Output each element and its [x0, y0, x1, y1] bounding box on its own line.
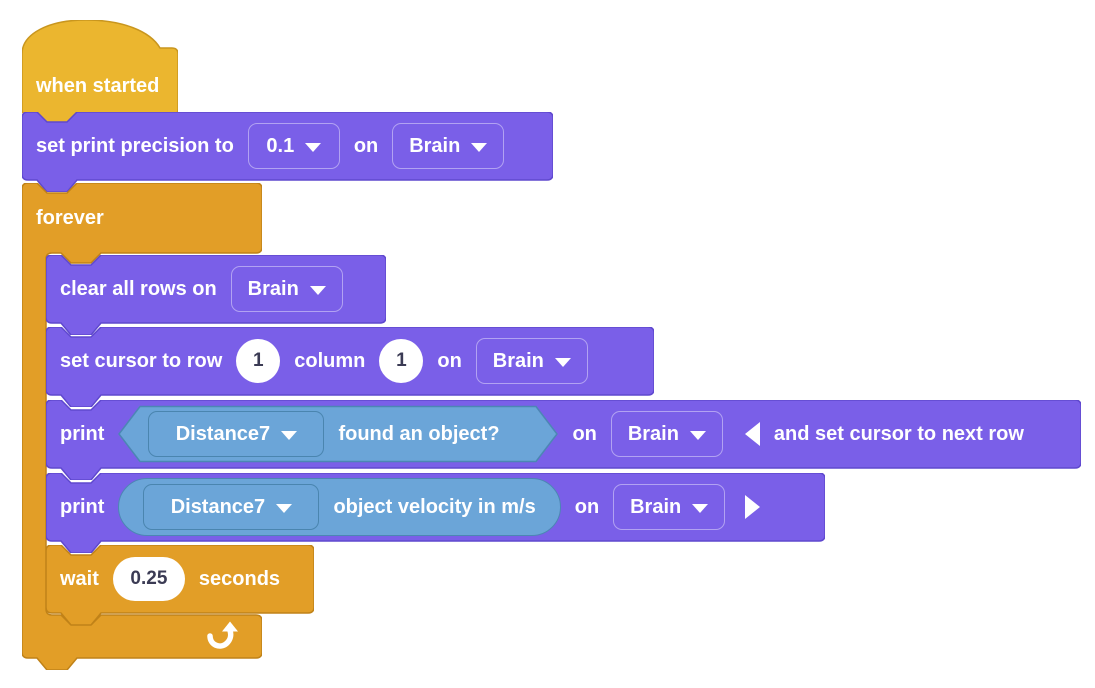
precision-value: 0.1 — [266, 134, 295, 157]
clear-all-rows-block[interactable]: clear all rows on Brain — [46, 255, 386, 335]
hexagon-shape — [118, 405, 559, 463]
when-started-label: when started — [36, 75, 160, 97]
stack-block-shape — [46, 327, 654, 407]
found-object-boolean-reporter[interactable]: Distance7 found an object? — [118, 405, 559, 463]
device-value: Brain — [247, 277, 299, 300]
forever-label: forever — [36, 206, 104, 229]
column-label: column — [294, 349, 366, 372]
column-number-input[interactable]: 1 — [379, 339, 424, 383]
wait-seconds-value: 0.25 — [130, 568, 168, 589]
sensor-dropdown[interactable]: Distance7 — [143, 484, 320, 530]
stack-block-shape — [46, 255, 386, 335]
forever-block[interactable]: forever — [22, 183, 262, 670]
print-label: print — [60, 422, 105, 445]
object-velocity-reporter[interactable]: Distance7 object velocity in m/s — [118, 478, 561, 536]
device-dropdown[interactable]: Brain — [610, 411, 723, 457]
device-dropdown[interactable]: Brain — [392, 123, 505, 169]
sensor-value: Distance7 — [170, 495, 266, 518]
on-label: on — [437, 349, 462, 372]
when-started-block[interactable]: when started — [22, 20, 178, 127]
caret-down-icon — [281, 430, 298, 440]
caret-down-icon — [305, 142, 322, 152]
wait-label: wait — [60, 567, 99, 590]
seconds-label: seconds — [198, 567, 281, 590]
wait-seconds-input[interactable]: 0.25 — [112, 557, 185, 601]
on-label: on — [572, 422, 597, 445]
caret-down-icon — [471, 142, 488, 152]
caret-down-icon — [309, 285, 326, 295]
precision-dropdown[interactable]: 0.1 — [247, 123, 340, 169]
device-value: Brain — [409, 134, 461, 157]
device-value: Brain — [630, 495, 682, 518]
collapse-option-icon[interactable] — [744, 422, 760, 446]
expand-option-icon[interactable] — [745, 495, 761, 519]
set-print-precision-block[interactable]: set print precision to 0.1 on Brain — [22, 112, 553, 192]
device-value: Brain — [627, 422, 679, 445]
device-dropdown[interactable]: Brain — [475, 338, 588, 384]
row-number-value: 1 — [252, 350, 264, 371]
on-label: on — [353, 134, 379, 157]
loop-arrow-icon — [207, 621, 238, 649]
on-label: on — [574, 495, 600, 518]
print-label: print — [60, 495, 105, 518]
device-dropdown[interactable]: Brain — [230, 266, 343, 312]
sensor-value: Distance7 — [175, 422, 271, 445]
stack-block-shape — [22, 112, 553, 192]
column-number-value: 1 — [396, 350, 407, 371]
set-print-precision-label: set print precision to — [36, 134, 234, 157]
caret-down-icon — [689, 430, 706, 440]
caret-down-icon — [276, 503, 293, 513]
object-velocity-label: object velocity in m/s — [333, 495, 536, 518]
row-number-input[interactable]: 1 — [236, 339, 281, 383]
wait-block[interactable]: wait 0.25 seconds — [46, 545, 314, 625]
sensor-dropdown[interactable]: Distance7 — [148, 411, 325, 457]
set-cursor-block[interactable]: set cursor to row 1 column 1 on Brain — [46, 327, 654, 407]
found-object-label: found an object? — [338, 422, 500, 445]
device-value: Brain — [492, 349, 544, 372]
device-dropdown[interactable]: Brain — [613, 484, 726, 530]
print-found-object-block[interactable]: print Distance7 found an object? on Brai… — [46, 400, 1081, 480]
set-cursor-next-row-label: and set cursor to next row — [773, 422, 1024, 445]
c-block-shape — [22, 183, 262, 670]
caret-down-icon — [554, 357, 571, 367]
clear-all-rows-label: clear all rows on — [60, 277, 217, 300]
caret-down-icon — [692, 503, 709, 513]
set-cursor-label: set cursor to row — [60, 349, 223, 372]
print-velocity-block[interactable]: print Distance7 object velocity in m/s o… — [46, 473, 825, 553]
